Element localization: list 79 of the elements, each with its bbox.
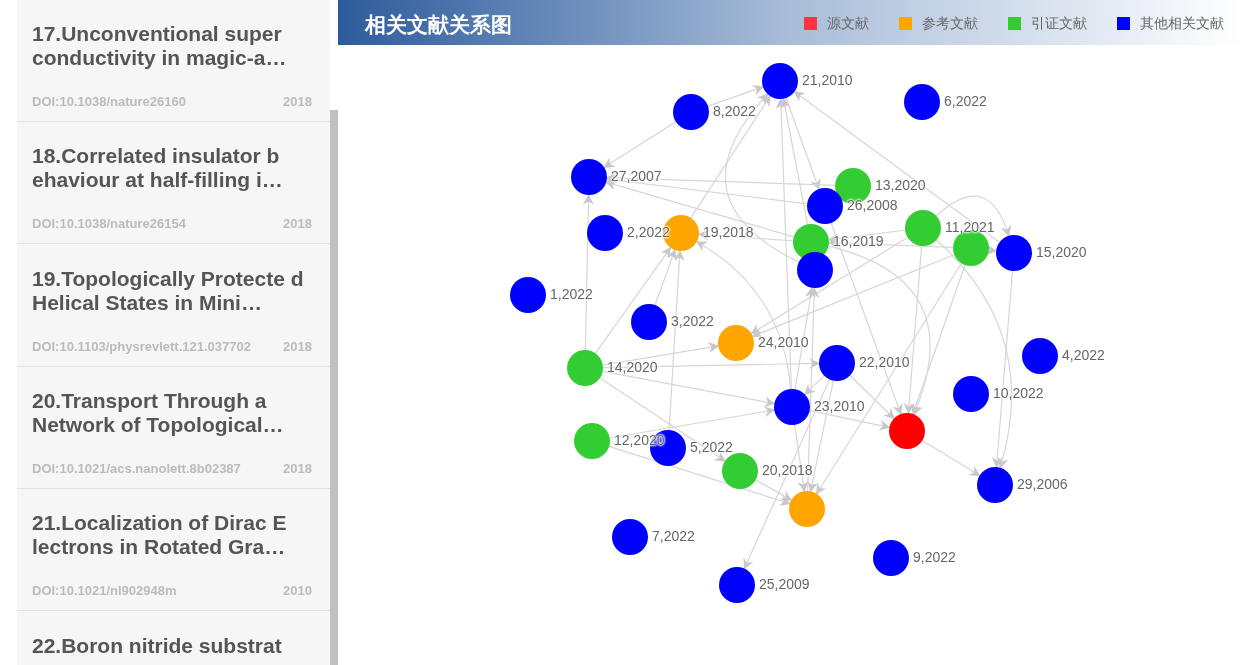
doi-text: DOI:10.1021/acs.nanolett.8b02387 (32, 459, 241, 478)
arrow (695, 241, 792, 390)
node-label: 23,2010 (814, 398, 865, 414)
node-label: 15,2020 (1036, 244, 1087, 260)
arrow (827, 229, 906, 244)
arrow (809, 410, 891, 431)
arrow (794, 286, 816, 390)
legend-label: 引证文献 (1031, 14, 1087, 33)
node-label: 3,2022 (671, 313, 714, 329)
arrow (603, 121, 677, 168)
arrow (775, 97, 792, 390)
article-title: 19.Topologically Protecte d Helical States in Mini… (32, 266, 305, 315)
year-text: 2010 (283, 582, 312, 601)
arrow (807, 286, 820, 492)
arrow (724, 93, 800, 263)
arrow (755, 479, 793, 501)
arrow (750, 236, 909, 335)
arrow (605, 175, 808, 205)
arrow (921, 439, 981, 477)
arrow (827, 245, 931, 416)
node-label: 27,2007 (611, 168, 662, 184)
node-label: 16,2019 (833, 233, 884, 249)
article-title: 22.Boron nitride substrat (32, 633, 283, 658)
node-label: 20,2018 (762, 462, 813, 478)
node-label: 22,2010 (859, 354, 910, 370)
arrow (690, 95, 771, 219)
node-label: 5,2022 (690, 439, 733, 455)
legend-label: 源文献 (827, 14, 869, 33)
arrow (991, 270, 1014, 469)
node-label: 11,2021 (945, 219, 995, 235)
node-label: 19,2018 (703, 224, 754, 240)
arrow (807, 380, 834, 493)
arrow (935, 239, 1013, 469)
node-label: 4,2022 (1062, 347, 1105, 363)
year-text: 2018 (283, 337, 312, 356)
arrow (602, 370, 776, 408)
doi-text: DOI:10.1021/nl902948m (32, 582, 177, 601)
node-label: 24,2010 (758, 334, 809, 350)
year-text: 2018 (283, 459, 312, 478)
arrow (583, 193, 594, 351)
article-title: 21.Localization of Dirac E lectrons in Rotated Gra… (32, 511, 288, 560)
node-label: 1,2022 (550, 286, 593, 302)
arrow (785, 97, 821, 191)
node-label: 14,2020 (607, 359, 658, 375)
article-title: 17.Unconventional super conductivity in magic-a… (32, 22, 288, 70)
diagram-title: 相关文献关系图 (365, 12, 512, 38)
node-label: 21,2010 (802, 72, 853, 88)
doi-text: DOI:10.1038/nature26154 (32, 215, 186, 234)
arrow (804, 374, 825, 396)
arrow (751, 254, 955, 338)
arrow (602, 342, 720, 366)
node-label: 7,2022 (652, 528, 695, 544)
legend-label: 其他相关文献 (1140, 14, 1224, 33)
node-label: 9,2022 (913, 549, 956, 565)
node-label: 29,2006 (1017, 476, 1068, 492)
arrow (849, 374, 895, 420)
node-label: 10,2022 (993, 385, 1044, 401)
year-text: 2018 (283, 215, 312, 234)
arrow (935, 195, 1011, 237)
arrow (594, 246, 672, 354)
legend-label: 参考文献 (922, 14, 978, 33)
arrow (668, 249, 685, 431)
arrow (605, 179, 795, 238)
node-label: 13,2020 (875, 177, 926, 193)
arrow (602, 358, 821, 369)
year-text: 2018 (283, 93, 312, 111)
arrow (903, 245, 923, 415)
node-label: 26,2008 (847, 197, 898, 213)
node-label: 8,2022 (713, 103, 756, 119)
arrow (911, 264, 966, 416)
arrow (707, 85, 764, 107)
article-title: 18.Correlated insulator b ehaviour at half-filling i… (32, 144, 284, 193)
doi-text: DOI:10.1038/nature26160 (32, 93, 186, 111)
article-title: 20.Transport Through a Network of Topological… (32, 388, 285, 437)
arrow (816, 262, 962, 495)
node-label: 6,2022 (944, 93, 987, 109)
node-label: 25,2009 (759, 576, 810, 592)
doi-text: DOI:10.1103/physrevlett.121.037702 (32, 337, 251, 356)
arrow (794, 424, 809, 493)
